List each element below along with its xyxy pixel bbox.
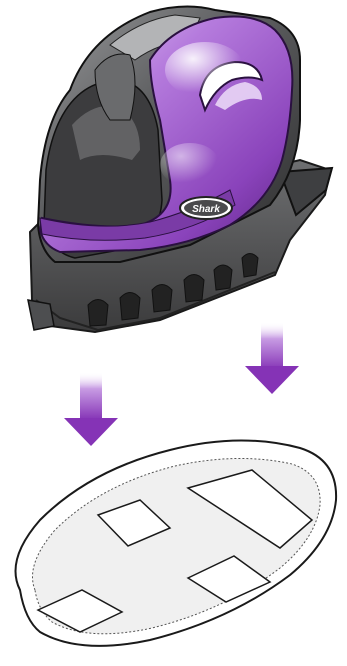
down-arrow-icon [64, 372, 118, 446]
down-arrow-icon [245, 322, 299, 394]
cleaning-pad [16, 440, 337, 645]
shark-logo: Shark [180, 197, 232, 219]
shark-logo-text: Shark [192, 204, 220, 215]
